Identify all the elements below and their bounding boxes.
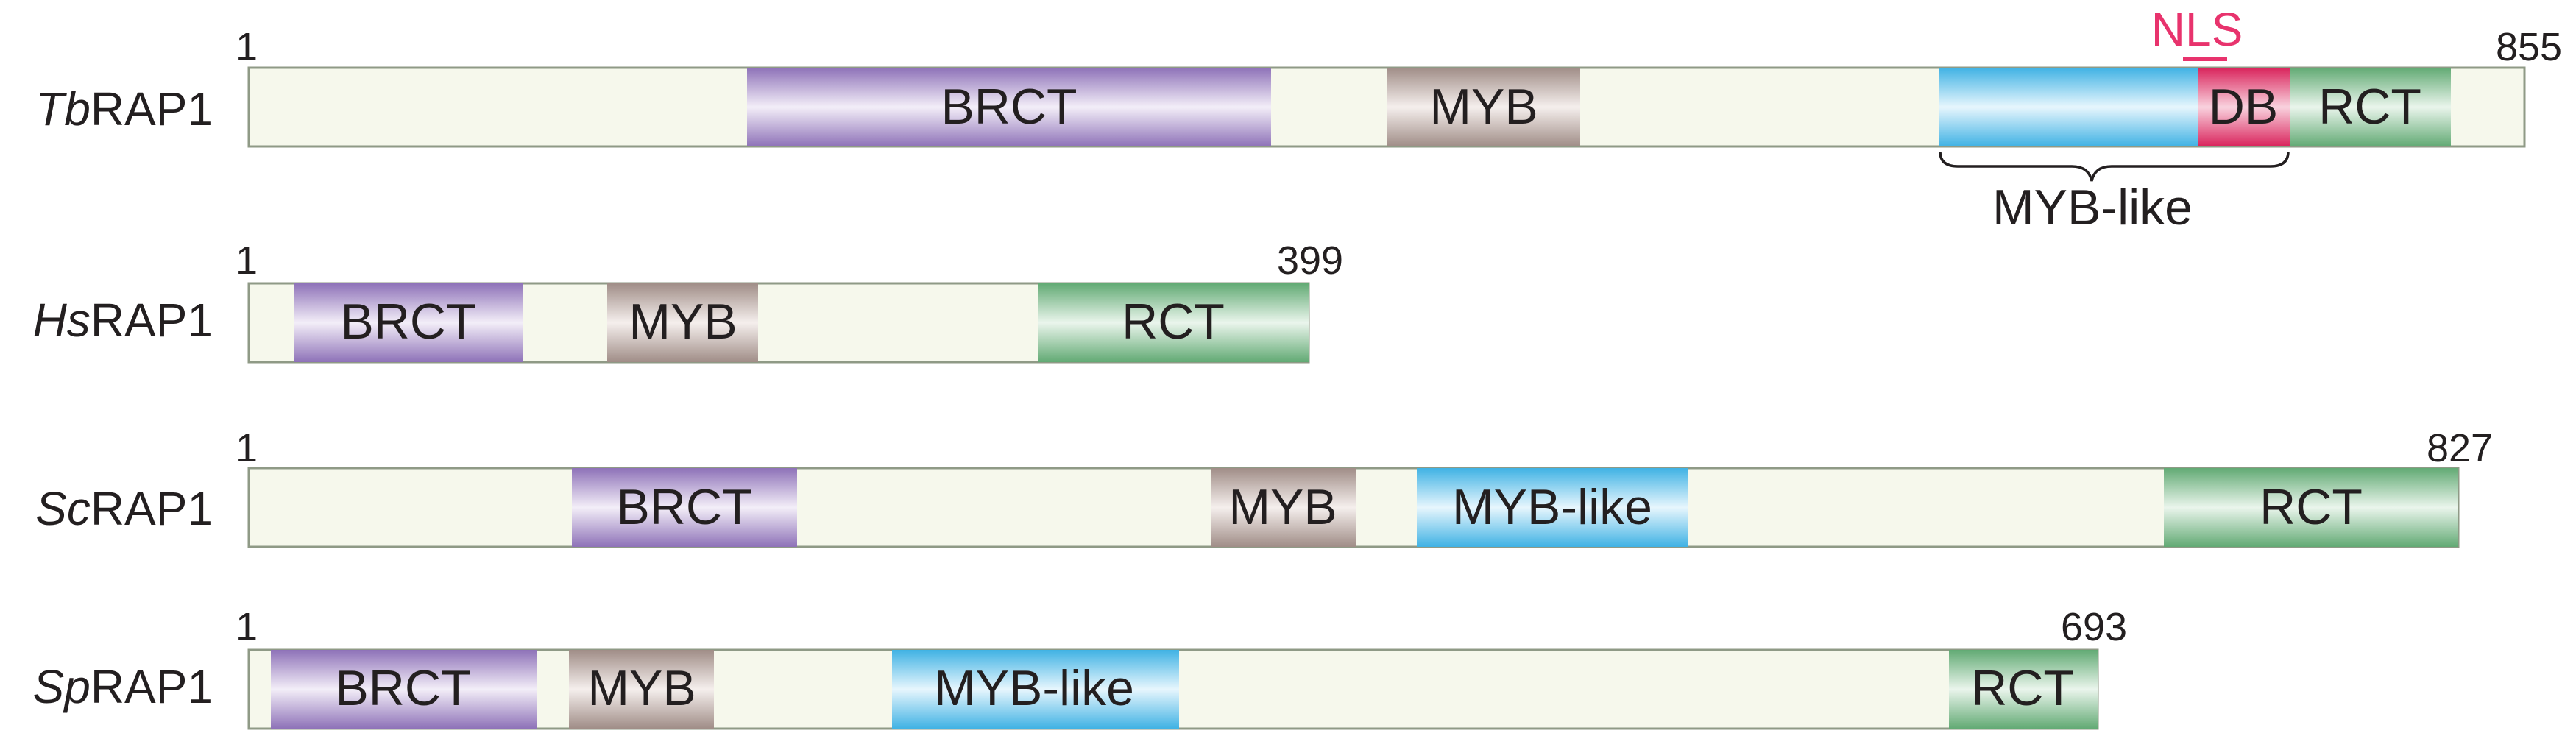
domain-brct — [747, 68, 1271, 146]
domain-label-rct: RCT — [2260, 479, 2363, 535]
domain-label-brct: BRCT — [941, 79, 1077, 135]
start-position-label: 1 — [236, 605, 258, 649]
domain-label-myb: MYB — [1429, 79, 1538, 135]
domain-label-brct: BRCT — [616, 479, 752, 535]
species-abbrev: Hs — [33, 294, 91, 347]
start-position-label: 1 — [236, 238, 258, 283]
end-position-label: 855 — [2496, 25, 2562, 69]
species-abbrev: Sc — [35, 482, 91, 535]
species-abbrev: Sp — [33, 660, 91, 713]
domain-label-myb: MYB — [629, 294, 737, 350]
domain-label-myb: MYB — [1228, 479, 1337, 535]
start-position-label: 1 — [236, 25, 258, 69]
protein-row-hsrap1: HsRAP1 1 399 BRCT MYB RCT — [33, 238, 1343, 364]
domain-label-rct: RCT — [1971, 660, 2074, 716]
domain-myb-like — [892, 650, 1179, 729]
domain-myb — [1387, 68, 1580, 146]
protein-label: RAP1 — [91, 660, 213, 713]
domain-myb — [1211, 468, 1356, 547]
domain-brct — [572, 468, 797, 547]
protein-row-sprap1: SpRAP1 1 693 BRCT MYB MYB-like RCT — [33, 605, 2127, 730]
domain-rct — [1038, 283, 1309, 362]
protein-label: RAP1 — [91, 294, 213, 347]
protein-label: RAP1 — [91, 82, 213, 135]
protein-row-scrap1: ScRAP1 1 827 BRCT MYB MYB-like RCT — [35, 426, 2493, 548]
protein-name-scrap1: ScRAP1 — [35, 482, 213, 535]
protein-label: RAP1 — [91, 482, 213, 535]
domain-rct — [2290, 68, 2451, 146]
domain-label-myb-like: MYB-like — [934, 660, 1134, 716]
start-position-label: 1 — [236, 426, 258, 470]
domain-label-rct: RCT — [2318, 79, 2421, 135]
protein-name-tbrap1: TbRAP1 — [35, 82, 213, 135]
domain-myb-like — [1417, 468, 1688, 547]
domain-brct — [294, 283, 523, 362]
domain-label-myb: MYB — [587, 660, 696, 716]
end-position-label: 693 — [2061, 605, 2127, 649]
domain-myb — [607, 283, 758, 362]
nls-label: NLS — [2151, 3, 2243, 56]
domain-myb-like — [1939, 68, 2198, 146]
myb-like-bracket — [1939, 151, 2290, 182]
species-abbrev: Tb — [35, 82, 91, 135]
domain-db — [2198, 68, 2290, 146]
end-position-label: 827 — [2427, 426, 2493, 470]
domain-label-brct: BRCT — [340, 294, 476, 350]
domain-label-myb-like: MYB-like — [1452, 479, 1652, 535]
protein-row-tbrap1: TbRAP1 1 855 BRCT MYB DB RCT NLS MYB-lik… — [35, 3, 2562, 236]
domain-label-brct: BRCT — [335, 660, 471, 716]
domain-rct — [1949, 650, 2098, 729]
domain-label-db: DB — [2209, 79, 2278, 135]
domain-myb — [569, 650, 714, 729]
protein-name-sprap1: SpRAP1 — [33, 660, 213, 713]
myb-like-region-label: MYB-like — [1992, 180, 2193, 236]
domain-label-rct: RCT — [1122, 294, 1225, 350]
domain-brct — [271, 650, 537, 729]
domain-rct — [2164, 468, 2458, 547]
end-position-label: 399 — [1277, 238, 1343, 283]
protein-name-hsrap1: HsRAP1 — [33, 294, 213, 347]
